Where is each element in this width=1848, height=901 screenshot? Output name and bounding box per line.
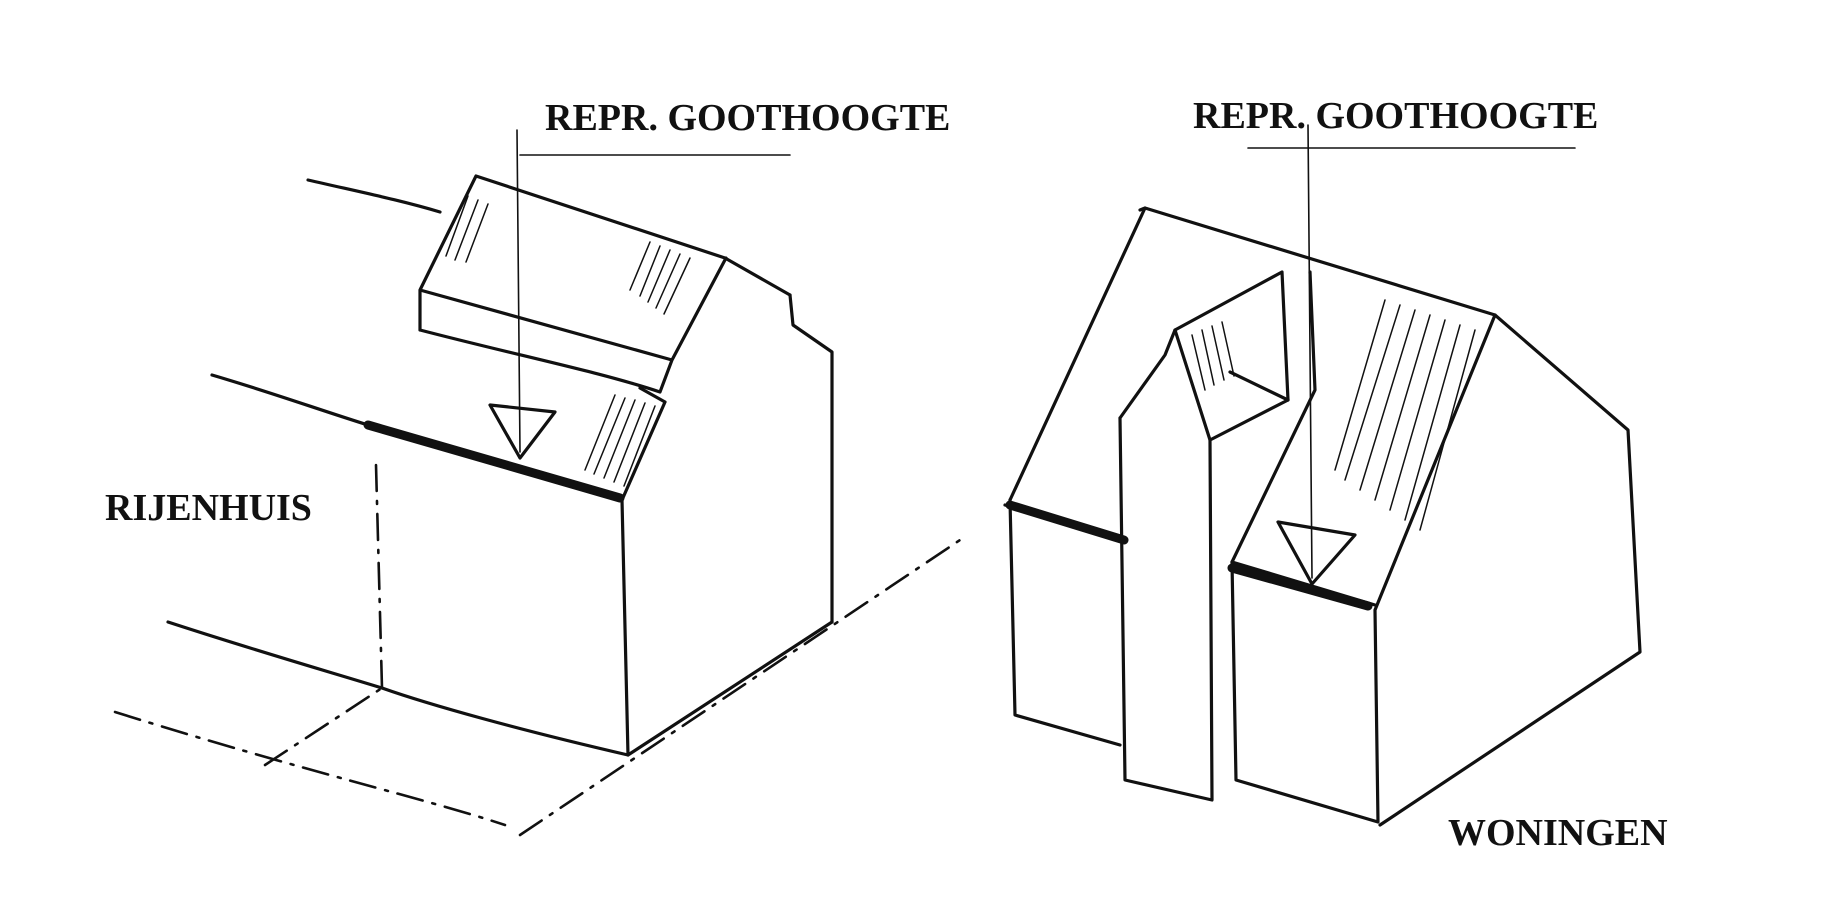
middle-gable [1118,270,1290,802]
plot-line-vertical [374,463,384,690]
side-wall [626,620,834,757]
side-eave-line-right [1005,500,1129,545]
plot-line-front [113,710,507,827]
rear-volume [1008,206,1642,827]
height-indicator-triangle-right [1276,520,1357,586]
caption-woningen: WONINGEN [1448,812,1668,854]
roof-slope-front [620,386,667,502]
upper-roof-volume [418,174,792,394]
neighbour-roof-line-upper [306,178,442,214]
heading-left: REPR. GOOTHOOGTE [545,97,950,139]
neighbour-roof-line-lower [210,373,370,427]
plot-line-diagonal-1 [263,686,384,767]
representative-eave-line-right [1227,563,1373,611]
rijenhuis-sketch [113,129,962,837]
left-wall [1008,498,1122,747]
roof-hatching-right [1191,299,1476,531]
height-indicator-line [516,129,521,453]
side-step [788,293,834,624]
roof-hatching [445,195,691,487]
plot-line-diagonal-2 [518,538,962,837]
representative-eave-line [363,420,625,503]
woningen-sketch [1003,124,1642,827]
front-facade [366,423,630,757]
middle-gable-roof [1173,328,1290,442]
caption-rijenhuis: RIJENHUIS [105,487,312,529]
heading-right: REPR. GOOTHOOGTE [1193,95,1598,137]
front-roof-slope [1230,270,1317,564]
height-indicator-line-right [1307,124,1313,579]
neighbour-ground-line [166,620,384,690]
height-indicator-triangle [488,403,557,460]
